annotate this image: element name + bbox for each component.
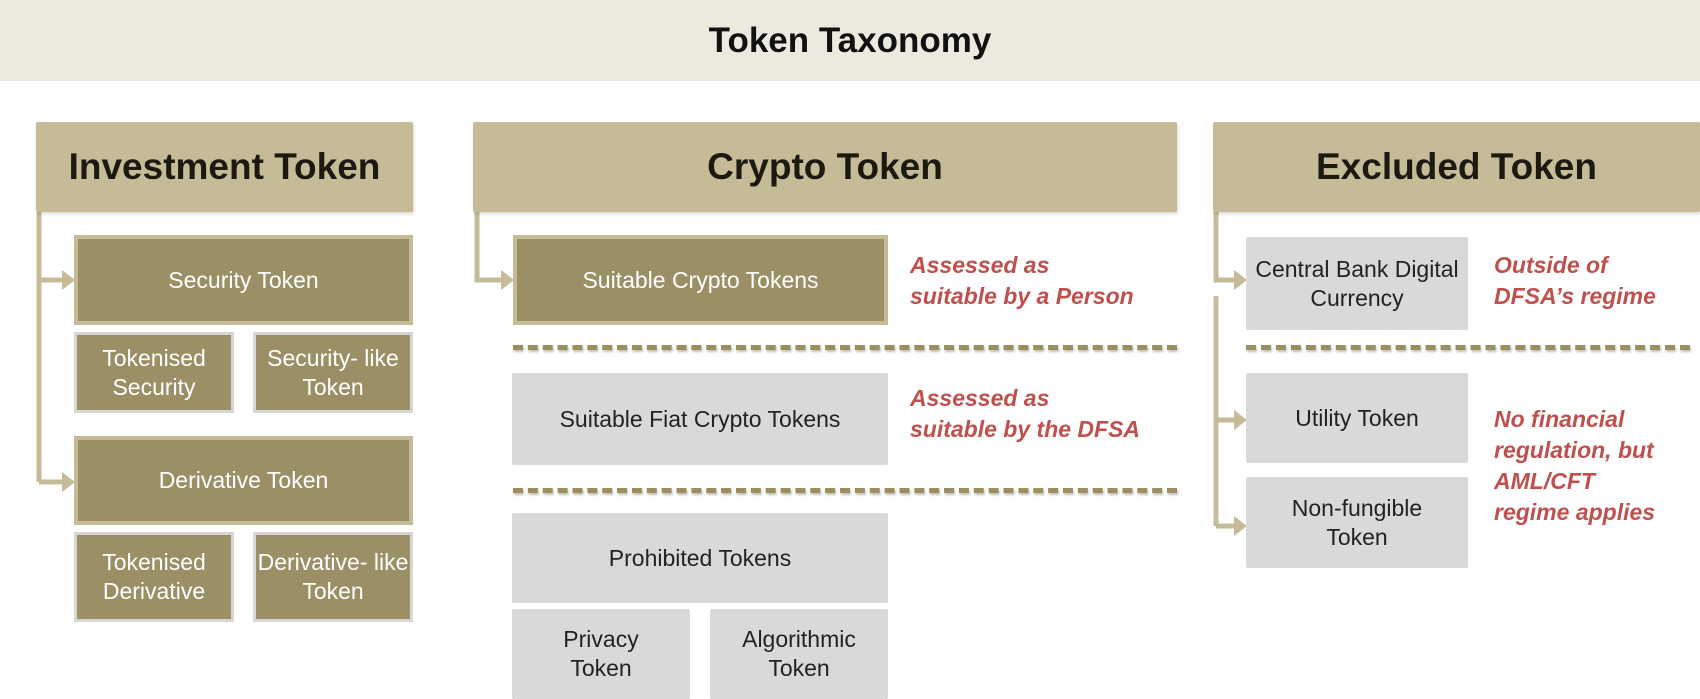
non-fungible-token-box: Non-fungible Token: [1246, 477, 1468, 568]
security-token-box: Security Token: [74, 235, 413, 325]
utility-token-box: Utility Token: [1246, 373, 1468, 463]
divider: [513, 345, 1177, 350]
suitable-fiat-note: Assessed as suitable by the DFSA: [910, 385, 1141, 442]
page-title: Token Taxonomy: [0, 0, 1700, 81]
derivative-token-box: Derivative Token: [74, 436, 413, 525]
excluded-token-header: Excluded Token: [1213, 122, 1700, 212]
algorithmic-token-box: Algorithmic Token: [710, 609, 888, 699]
divider: [1246, 345, 1690, 350]
suitable-fiat-crypto-tokens-box: Suitable Fiat Crypto Tokens: [512, 373, 888, 465]
investment-token-header: Investment Token: [36, 122, 413, 212]
derivative-like-token-box: Derivative- like Token: [253, 532, 413, 622]
cbdc-note: Outside of DFSA’s regime: [1494, 252, 1656, 309]
suitable-crypto-note: Assessed as suitable by a Person: [910, 252, 1134, 309]
utility-nft-note: No financial regulation, but AML/CFT reg…: [1494, 406, 1656, 525]
suitable-crypto-tokens-box: Suitable Crypto Tokens: [513, 235, 888, 325]
crypto-token-header: Crypto Token: [473, 122, 1177, 212]
cbdc-box: Central Bank Digital Currency: [1246, 237, 1468, 330]
privacy-token-box: Privacy Token: [512, 609, 690, 699]
divider: [513, 488, 1177, 493]
security-like-token-box: Security- like Token: [253, 332, 413, 413]
tokenised-security-box: Tokenised Security: [74, 332, 234, 413]
prohibited-tokens-box: Prohibited Tokens: [512, 513, 888, 603]
tokenised-derivative-box: Tokenised Derivative: [74, 532, 234, 622]
